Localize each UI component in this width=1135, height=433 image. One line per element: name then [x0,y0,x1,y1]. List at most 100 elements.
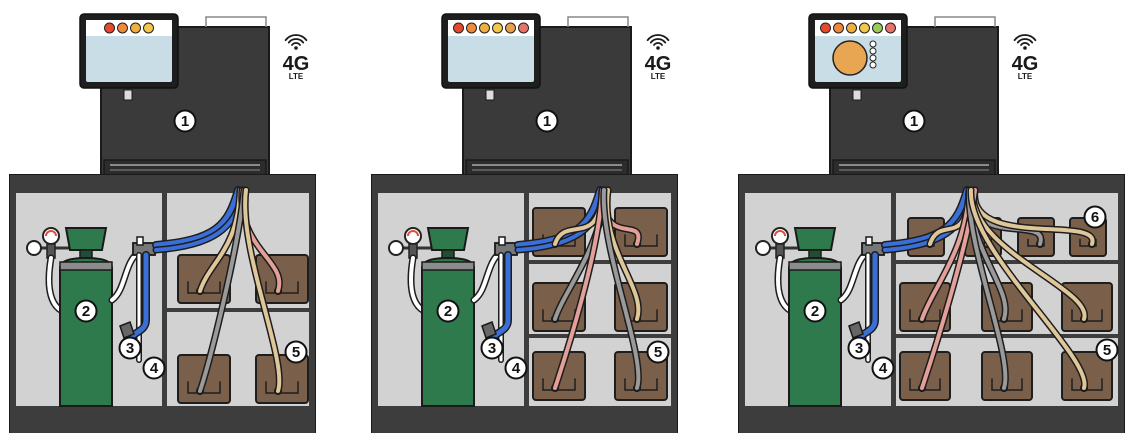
signal-arc-icon [1013,34,1037,42]
badge-machine-circle [902,109,926,133]
lte-label-text: LTE [651,72,666,81]
badge-gas-tank-circle [74,299,98,323]
badge-water-valve-circle [480,336,504,360]
tank-neck [441,249,455,259]
cabinet-divider [891,193,896,406]
badge-machine-circle [173,109,197,133]
tank-neck [808,249,822,259]
badge-water-valve: 3 [480,336,504,360]
signal-arc-icon [1016,38,1034,44]
badge-gas-tank-circle [803,299,827,323]
badge-syrup-boxes-label: 5 [1103,342,1111,359]
syrup-box-tray [265,381,299,394]
signal-dot-icon [656,46,660,50]
syrup-box-tray [187,381,221,394]
badge-small-boxes: 6 [1083,205,1107,229]
badge-syrup-boxes: 5 [646,340,670,364]
option-dot-icon [869,40,877,48]
cabinet-left-wall [372,175,378,433]
cabinet-base [739,406,1124,433]
syrup-box-tray [542,378,576,391]
pressure-gauge-icon [26,240,42,256]
badge-syrup-boxes: 5 [284,340,308,364]
lte-4g-text: 4G [1012,53,1039,75]
badge-machine-label: 1 [910,113,918,130]
flavor-dot-icon [505,22,516,34]
badge-pump: 4 [504,356,528,380]
badge-gas-tank: 2 [803,299,827,323]
badge-gas-tank-label: 2 [82,303,90,320]
lte-4g-text: 4G [645,53,672,75]
manifold-valve [498,236,506,246]
co2-gas-tank [788,256,842,407]
cabinet-left-wall [739,175,745,433]
badge-gas-tank-label: 2 [444,303,452,320]
badge-syrup-boxes-label: 5 [292,344,300,361]
pressure-gauge-icon [388,240,404,256]
signal-dot-icon [1023,46,1027,50]
flavor-dot-icon [846,22,857,34]
cabinet-shelf [529,334,671,338]
tank-collar [788,261,842,271]
cabinet-shelf [896,260,1118,264]
badge-machine-label: 1 [181,113,189,130]
lte-label-text: LTE [289,72,304,81]
flavor-dot-icon [492,22,503,34]
badge-gas-tank-circle [436,299,460,323]
flavor-dot-icon [859,22,870,34]
cabinet-right-wall [309,175,315,433]
cabinet-left-wall [10,175,16,433]
badge-water-valve: 3 [847,336,871,360]
selected-flavor-icon [832,40,868,76]
lte-label-text: LTE [1018,72,1033,81]
badge-pump-label: 4 [150,360,159,377]
machine-rear-lip [205,16,267,27]
manifold-valve [865,236,873,246]
signal-arc-icon [649,38,667,44]
badge-syrup-boxes-circle [1095,338,1119,362]
signal-arc-icon [291,42,301,46]
flavor-dot-icon [479,22,490,34]
badge-gas-tank: 2 [436,299,460,323]
cabinet-shelf [529,260,671,264]
badge-pump-label: 4 [879,360,888,377]
syrup-box-tray [265,281,299,294]
badge-water-valve-label: 3 [855,340,863,357]
syrup-tube [968,188,1087,390]
syrup-tube [553,188,604,390]
syrup-tube [966,188,1008,390]
badge-gas-tank: 2 [74,299,98,323]
cabinet-shelf [896,334,1118,338]
signal-dot-icon [294,46,298,50]
signal-arc-icon [284,34,308,42]
nozzle [485,89,495,101]
cabinet-base [372,406,677,433]
syrup-box-tray [187,281,221,294]
flavor-dot-icon [453,22,464,34]
tank-valve [64,227,108,251]
option-dot-icon [869,47,877,55]
badge-water-valve-circle [118,336,142,360]
syrup-box-tray [624,378,658,391]
machine-rear-lip [567,16,629,27]
screen-header [86,20,172,36]
flavor-dot-icon [833,22,844,34]
badge-pump-label: 4 [512,360,521,377]
badge-machine-label: 1 [543,113,551,130]
cabinet-shelf [167,308,309,312]
option-dot-icon [869,61,877,69]
syrup-box-tray [624,234,658,247]
badge-gas-tank-label: 2 [811,303,819,320]
tank-valve [793,227,837,251]
syrup-tube [198,188,246,393]
badge-machine: 1 [902,109,926,133]
cabinet-top [10,175,315,193]
badge-small-boxes-label: 6 [1091,209,1099,226]
badge-pump-circle [871,356,895,380]
cabinet-divider [524,193,529,406]
machine-rear-lip [934,16,996,27]
